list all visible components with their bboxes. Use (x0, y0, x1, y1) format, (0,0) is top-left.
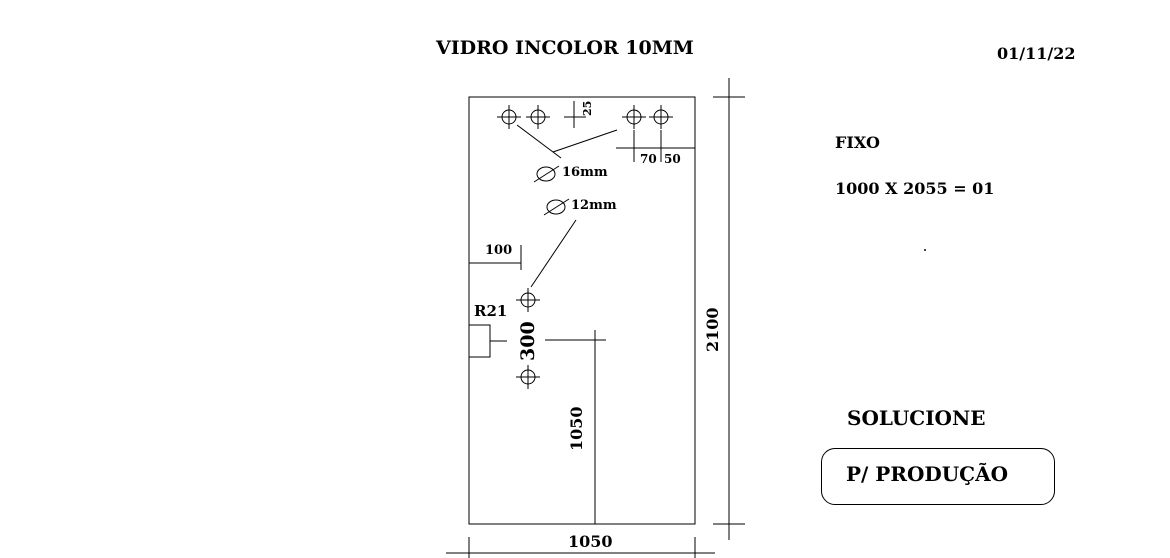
piece-spec: 1000 X 2055 = 01 (835, 179, 995, 198)
piece-type: FIXO (835, 133, 880, 152)
hole-16mm-label: 16mm (562, 165, 608, 180)
glass-outline (468, 96, 696, 525)
radius-notch (468, 324, 491, 358)
top-right-holes (622, 105, 673, 129)
drawing-title: VIDRO INCOLOR 10MM (436, 37, 694, 59)
dim-hole-spacing-1: 70 (640, 152, 657, 166)
stray-dot (924, 249, 926, 251)
dim-width: 1050 (568, 532, 613, 551)
side-hinge-holes (516, 288, 540, 389)
dim-hole-top-offset: 25 (581, 100, 594, 116)
dim-side-offset: 100 (485, 243, 513, 258)
dim-height: 2100 (703, 307, 722, 352)
dim-handle-height: 1050 (567, 406, 586, 451)
status-label: SOLUCIONE (847, 406, 986, 430)
dim-radius: R21 (474, 302, 508, 320)
drawing-date: 01/11/22 (997, 44, 1076, 63)
production-box (821, 448, 1055, 505)
hole-12mm-label: 12mm (571, 198, 617, 213)
dim-hinge-spacing: 300 (517, 321, 539, 361)
top-left-holes (497, 105, 550, 129)
dim-hole-spacing-2: 50 (664, 152, 681, 166)
production-label: P/ PRODUÇÃO (846, 462, 1009, 486)
